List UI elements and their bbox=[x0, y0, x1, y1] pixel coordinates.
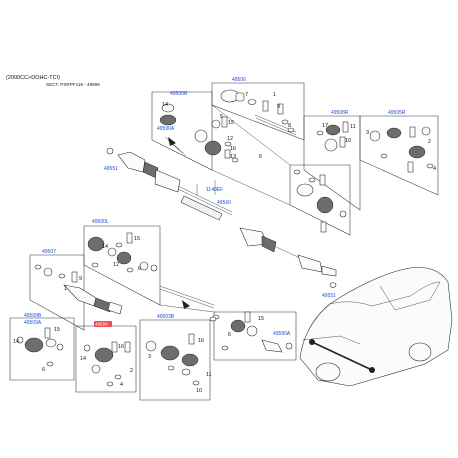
callout-6-b: 6 bbox=[138, 266, 141, 272]
callout-11-e: 11 bbox=[206, 372, 212, 378]
part-49551-top[interactable]: 49551 bbox=[104, 166, 118, 172]
callout-16-e: 16 bbox=[198, 338, 204, 344]
callout-14-b: 14 bbox=[102, 244, 108, 250]
part-49508R[interactable]: 49508R bbox=[331, 110, 349, 116]
callout-11-a: 11 bbox=[350, 124, 356, 130]
panel-49590A-bottom-outline bbox=[213, 311, 297, 361]
part-49590A-bottom[interactable]: 49590A bbox=[273, 331, 291, 337]
highlighted-part-chip[interactable] bbox=[94, 321, 112, 327]
callout-3-e: 3 bbox=[148, 354, 151, 360]
callout-17-a: 17 bbox=[322, 123, 328, 129]
part-49551-bottom[interactable]: 49551 bbox=[322, 293, 336, 299]
car-front-wheel bbox=[315, 362, 341, 382]
car-rear-wheel bbox=[408, 342, 432, 362]
callout-14-c: 14 bbox=[13, 339, 19, 345]
callout-3-a: 3 bbox=[366, 130, 369, 136]
callout-6-c: 6 bbox=[42, 367, 45, 373]
panel-49505R-outline bbox=[359, 115, 439, 196]
panel-49500L bbox=[9, 225, 297, 401]
callout-15-b: 15 bbox=[134, 236, 140, 242]
callout-16-d: 16 bbox=[118, 344, 124, 350]
callout-15-f: 15 bbox=[258, 316, 264, 322]
panel-right-lower-outline bbox=[289, 164, 351, 236]
part-49500R[interactable]: 49500R bbox=[170, 91, 188, 97]
callout-6-f: 6 bbox=[228, 332, 231, 338]
vehicle-illustration bbox=[299, 267, 453, 387]
part-49505R[interactable]: 49505R bbox=[388, 110, 406, 116]
section-ref: SECT. PSRPF119 - 49596 bbox=[46, 82, 100, 87]
callout-12-b: 12 bbox=[113, 262, 119, 268]
callout-5-a: 5 bbox=[220, 114, 223, 120]
section-arrows bbox=[168, 137, 190, 309]
part-49590A-top[interactable]: 49590A bbox=[157, 126, 175, 132]
callout-9-b: 9 bbox=[79, 276, 82, 282]
callout-13-a: 13 bbox=[230, 154, 236, 160]
upper-rh-parts bbox=[159, 89, 434, 233]
callout-14-d: 14 bbox=[80, 356, 86, 362]
callout-15-c: 15 bbox=[54, 327, 60, 333]
part-49560[interactable]: 49560 bbox=[217, 200, 231, 206]
panel-49509B-mid-outline bbox=[139, 319, 211, 401]
callout-1-b: 1 bbox=[64, 286, 67, 292]
part-49507[interactable]: 49507 bbox=[42, 249, 56, 255]
callout-4-a: 4 bbox=[433, 166, 436, 172]
callout-16-a: 16 bbox=[230, 146, 236, 152]
part-49503B[interactable]: 49503B bbox=[157, 314, 175, 320]
part-49506[interactable]: 49506 bbox=[232, 77, 246, 83]
panel-49508R-outline bbox=[303, 115, 361, 211]
callout-14-a: 14 bbox=[162, 102, 168, 108]
panel-49506 bbox=[151, 82, 439, 236]
callout-10-a: 10 bbox=[345, 138, 351, 144]
callout-12-a: 12 bbox=[227, 136, 233, 142]
panel-49507-outline bbox=[29, 254, 85, 331]
callout-9-a: 9 bbox=[277, 104, 280, 110]
upper-rh-drive-shaft bbox=[106, 136, 337, 288]
callout-8-a: 8 bbox=[288, 123, 291, 129]
panel-49509B-outline bbox=[9, 317, 75, 381]
engine-spec: (2000CC>DOHC-TCI) bbox=[6, 75, 60, 81]
callout-numbers: 14 5 15 12 16 13 6 9 8 1 7 11 10 17 2 3 … bbox=[13, 92, 436, 394]
panel-49503B-outline bbox=[75, 325, 137, 393]
callout-15-a: 15 bbox=[228, 120, 234, 126]
part-49500L[interactable]: 49500L bbox=[92, 219, 109, 225]
part-1140EF[interactable]: 1140EF bbox=[206, 187, 223, 193]
callout-6-a: 6 bbox=[259, 154, 262, 160]
highlighted-part-label: 49596 bbox=[95, 322, 108, 327]
callout-1-a: 1 bbox=[273, 92, 276, 98]
callout-10-e: 10 bbox=[196, 388, 202, 394]
part-49509B[interactable]: 49509B bbox=[24, 313, 42, 319]
callout-7-a: 7 bbox=[245, 92, 248, 98]
lower-lh-parts bbox=[16, 232, 293, 387]
callout-4-d: 4 bbox=[120, 382, 123, 388]
callout-2-a: 2 bbox=[428, 139, 431, 145]
callout-2-d: 2 bbox=[130, 368, 133, 374]
part-49509A[interactable]: 49509A bbox=[24, 320, 42, 326]
car-drive-axle bbox=[311, 341, 373, 371]
